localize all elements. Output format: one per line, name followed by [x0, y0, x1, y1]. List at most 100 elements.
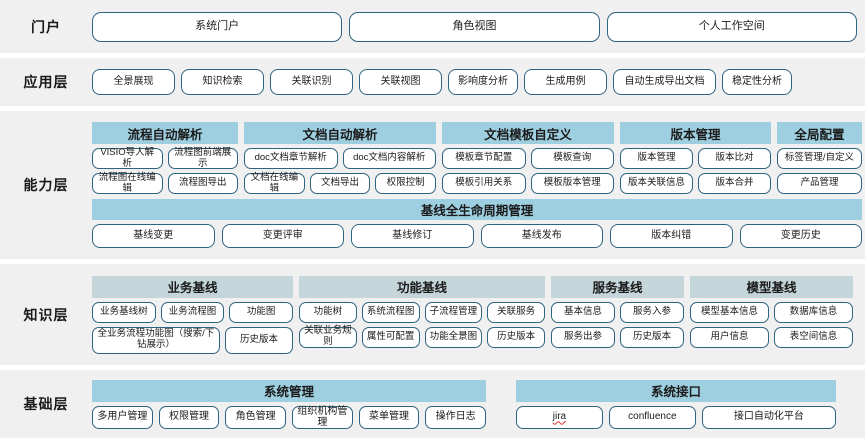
infrastructure-item[interactable]: jira — [516, 405, 603, 429]
capability-item[interactable]: 标签管理/自定义 — [777, 148, 862, 169]
infrastructure-item[interactable]: 菜单管理 — [358, 405, 420, 429]
application-button[interactable]: 知识检索 — [181, 69, 264, 95]
baseline-lifecycle-item[interactable]: 版本纠错 — [610, 224, 733, 248]
application-button[interactable]: 关联视图 — [359, 69, 442, 95]
baseline-lifecycle-section: 基线全生命周期管理 基线变更变更评审基线修订基线发布版本纠错变更历史 — [92, 199, 862, 248]
capability-item-row: 文档在线编辑文档导出权限控制 — [244, 172, 437, 194]
capability-item[interactable]: 文档在线编辑 — [244, 172, 305, 194]
portal-button[interactable]: 角色视图 — [349, 11, 600, 42]
application-button[interactable]: 关联识别 — [270, 69, 353, 95]
capability-item[interactable]: 模板引用关系 — [442, 173, 526, 194]
capability-item[interactable]: 版本合并 — [698, 173, 771, 194]
capability-group-title: 版本管理 — [620, 122, 771, 144]
capability-item[interactable]: VISIO导人解析 — [92, 147, 163, 169]
knowledge-item[interactable]: 模型基本信息 — [690, 301, 769, 323]
application-button[interactable]: 全景展现 — [92, 69, 175, 95]
capability-item[interactable]: 文档导出 — [309, 173, 371, 194]
capability-group: 文档模板自定义模板章节配置模板查询模板引用关系模板版本管理 — [442, 122, 614, 194]
capability-item-row: 模板引用关系模板版本管理 — [442, 173, 614, 194]
knowledge-item[interactable]: 基本信息 — [551, 301, 615, 323]
knowledge-group: 业务基线业务基线树业务流程图功能图全业务流程功能图（搜索/下钻展示）历史版本 — [92, 275, 294, 354]
knowledge-item-row: 基本信息服务入参 — [551, 301, 684, 323]
capability-item-row: 版本管理版本比对 — [620, 148, 771, 169]
capability-item-row: 产品管理 — [777, 173, 862, 194]
portal-button[interactable]: 个人工作空间 — [606, 11, 857, 42]
capability-item[interactable]: 流程图前端展示 — [167, 147, 238, 169]
infrastructure-item[interactable]: 操作日志 — [425, 405, 487, 429]
knowledge-item[interactable]: 功能全景图 — [424, 326, 483, 348]
capability-item[interactable]: 模板查询 — [530, 148, 614, 169]
knowledge-item[interactable]: 系统流程图 — [361, 301, 420, 323]
knowledge-item[interactable]: 服务入参 — [620, 301, 684, 323]
knowledge-item[interactable]: 业务流程图 — [160, 301, 225, 323]
baseline-lifecycle-item[interactable]: 基线发布 — [480, 224, 603, 248]
knowledge-item[interactable]: 全业务流程功能图（搜索/下钻展示） — [92, 326, 220, 354]
capability-item[interactable]: 版本比对 — [698, 148, 771, 169]
capability-group: 版本管理版本管理版本比对版本关联信息版本合并 — [620, 122, 771, 194]
layer-label-capability: 能力层 — [23, 177, 69, 193]
capability-group: 流程自动解析 VISIO导人解析流程图前端展示流程图在线编辑流程图导出 — [92, 122, 238, 194]
capability-item[interactable]: 版本关联信息 — [620, 173, 693, 194]
knowledge-group: 服务基线基本信息服务入参服务出参历史版本 — [551, 275, 684, 354]
knowledge-item[interactable]: 表空间信息 — [774, 326, 853, 348]
capability-item[interactable]: 版本管理 — [620, 148, 693, 169]
infrastructure-item[interactable]: 权限管理 — [158, 405, 220, 429]
infrastructure-item[interactable]: confluence — [608, 405, 696, 429]
infrastructure-item[interactable]: 组织机构管理 — [292, 405, 353, 429]
knowledge-item[interactable]: 属性可配置 — [361, 326, 420, 348]
knowledge-item[interactable]: 服务出参 — [551, 326, 615, 348]
layer-label-knowledge: 知识层 — [23, 306, 69, 323]
knowledge-item[interactable]: 功能图 — [229, 301, 294, 323]
knowledge-item[interactable]: 历史版本 — [225, 326, 293, 354]
infrastructure-group: 系统管理多用户管理权限管理角色管理组织机构管理菜单管理操作日志 — [92, 379, 487, 429]
baseline-lifecycle-item[interactable]: 基线变更 — [92, 224, 215, 248]
baseline-lifecycle-title: 基线全生命周期管理 — [92, 199, 862, 220]
capability-item[interactable]: 流程图导出 — [167, 173, 238, 194]
knowledge-item-row: 服务出参历史版本 — [551, 326, 684, 348]
knowledge-item[interactable]: 关联服务 — [487, 301, 545, 323]
knowledge-item[interactable]: 关联业务规则 — [299, 326, 357, 348]
capability-item[interactable]: 模板版本管理 — [530, 173, 614, 194]
capability-item[interactable]: doc文档内容解析 — [342, 148, 436, 169]
capability-item[interactable]: doc文档章节解析 — [244, 148, 338, 169]
infrastructure-item[interactable]: 角色管理 — [225, 405, 287, 429]
baseline-lifecycle-item[interactable]: 变更历史 — [739, 224, 862, 248]
layer-label-application: 应用层 — [23, 74, 69, 90]
knowledge-item[interactable]: 用户信息 — [690, 326, 769, 348]
infrastructure-item[interactable]: 接口自动化平台 — [701, 405, 836, 429]
portal-button[interactable]: 系统门户 — [92, 11, 343, 42]
infrastructure-item-row: 多用户管理权限管理角色管理组织机构管理菜单管理操作日志 — [92, 405, 487, 429]
knowledge-item[interactable]: 历史版本 — [620, 326, 684, 348]
knowledge-item[interactable]: 功能树 — [299, 301, 357, 323]
baseline-lifecycle-item[interactable]: 基线修订 — [351, 224, 474, 248]
capability-item-row: 版本关联信息版本合并 — [620, 173, 771, 194]
infrastructure-item[interactable]: 多用户管理 — [92, 405, 153, 429]
knowledge-item[interactable]: 历史版本 — [487, 326, 545, 348]
knowledge-group-title: 模型基线 — [690, 275, 853, 298]
layer-band-application: 应用层 全景展现知识检索关联识别关联视图影响度分析生成用例自动生成导出文档稳定性… — [0, 58, 865, 106]
knowledge-item[interactable]: 数据库信息 — [774, 301, 853, 323]
knowledge-group-row: 业务基线业务基线树业务流程图功能图全业务流程功能图（搜索/下钻展示）历史版本功能… — [92, 275, 857, 354]
application-button[interactable]: 生成用例 — [524, 69, 607, 95]
knowledge-group-title: 服务基线 — [551, 275, 684, 298]
application-button[interactable]: 影响度分析 — [448, 69, 518, 95]
capability-item[interactable]: 模板章节配置 — [442, 148, 526, 169]
capability-item[interactable]: 流程图在线编辑 — [92, 172, 163, 194]
baseline-lifecycle-row: 基线变更变更评审基线修订基线发布版本纠错变更历史 — [92, 224, 862, 248]
capability-item[interactable]: 产品管理 — [777, 173, 862, 194]
capability-group-title: 流程自动解析 — [92, 122, 238, 144]
application-button[interactable]: 自动生成导出文档 — [613, 69, 716, 95]
capability-item[interactable]: 权限控制 — [375, 173, 437, 194]
application-button[interactable]: 稳定性分析 — [722, 69, 792, 95]
baseline-lifecycle-item[interactable]: 变更评审 — [221, 224, 344, 248]
layer-band-portal: 门户 系统门户角色视图个人工作空间 — [0, 0, 865, 53]
knowledge-item[interactable]: 业务基线树 — [92, 301, 156, 323]
knowledge-item[interactable]: 子流程管理 — [424, 301, 483, 323]
knowledge-item-row: 模型基本信息数据库信息 — [690, 301, 853, 323]
infrastructure-group-title: 系统接口 — [516, 379, 836, 402]
